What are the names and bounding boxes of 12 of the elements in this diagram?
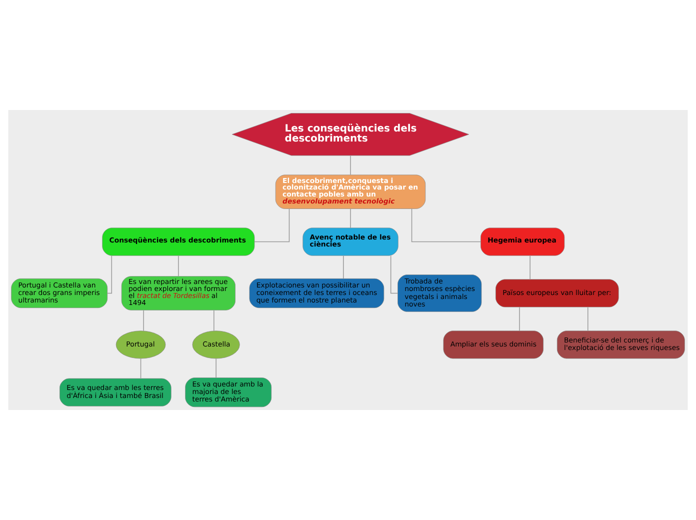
connector (350, 155, 351, 176)
connector (254, 208, 290, 242)
connector (143, 310, 144, 332)
connector (390, 255, 398, 294)
connector (140, 358, 142, 379)
connector (107, 255, 112, 294)
connector (350, 208, 351, 228)
connector (178, 255, 179, 277)
connector (343, 255, 344, 279)
connector (411, 208, 482, 242)
connector (587, 306, 588, 332)
connector (519, 306, 520, 332)
